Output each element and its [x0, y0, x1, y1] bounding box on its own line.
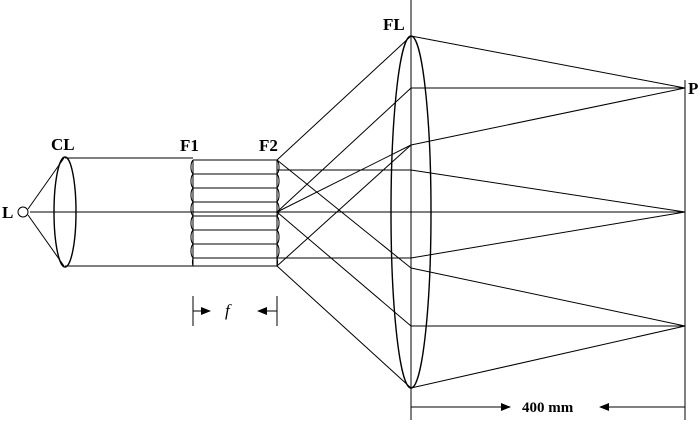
source-ray-lower	[27, 214, 65, 267]
light-source	[17, 206, 29, 218]
label-focal-length: f	[225, 301, 232, 320]
lenslet-channels	[193, 159, 277, 267]
condenser-lens	[53, 156, 77, 268]
label-field-lens: FL	[383, 15, 405, 34]
label-fly-eye-1: F1	[180, 136, 199, 155]
fly-eye-array-1	[190, 159, 194, 267]
fly-eye-array-2	[276, 159, 280, 267]
rays-fl-to-p	[410, 35, 686, 389]
source-ray-upper	[27, 157, 65, 210]
focal-length-dimension	[192, 296, 278, 326]
label-distance: 400 mm	[522, 400, 574, 416]
label-focal-plane: P	[688, 79, 698, 98]
rays-f2-to-fl	[276, 35, 412, 389]
label-source: L	[2, 203, 13, 222]
label-fly-eye-2: F2	[259, 136, 278, 155]
label-condenser-lens: CL	[51, 135, 75, 154]
